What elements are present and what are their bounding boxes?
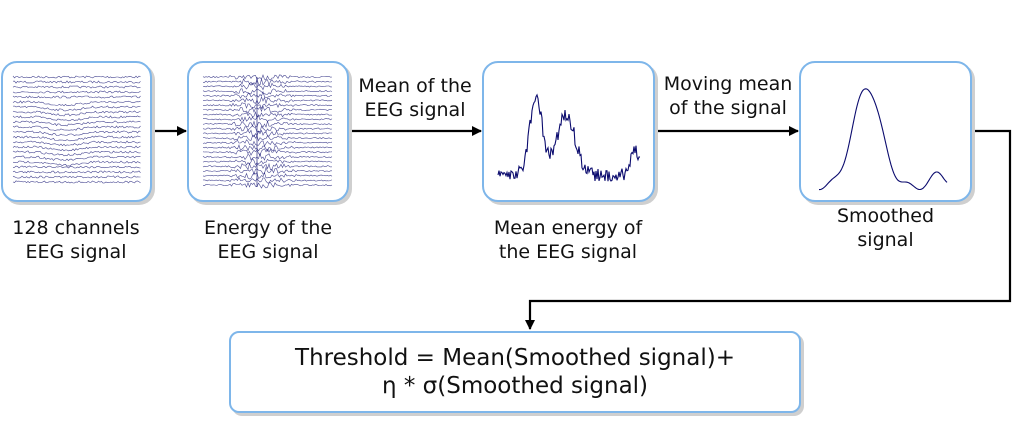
energy-channel-trace	[202, 82, 332, 91]
energy-channel-trace	[202, 152, 333, 161]
energy-channel-trace	[202, 125, 333, 133]
raw-channel-trace	[12, 130, 141, 136]
energy-channel-trace	[202, 120, 333, 128]
energy-channel-trace	[202, 90, 333, 99]
raw-channel-trace	[12, 140, 141, 147]
arrow-smoothed-to-threshold	[525, 129, 1012, 330]
caption-raw-eeg: 128 channels EEG signal	[12, 217, 140, 263]
energy-channel-trace	[202, 171, 333, 180]
label-energy-to-mean: Mean of the EEG signal	[358, 75, 472, 121]
energy-channel-trace	[202, 96, 333, 105]
energy-channel-trace	[202, 148, 333, 156]
smoothed-signal-plot	[819, 88, 948, 191]
raw-channel-trace	[12, 105, 141, 112]
mean-energy-trace	[497, 93, 641, 182]
raw-channel-trace	[13, 155, 141, 162]
raw-channel-trace	[12, 110, 141, 117]
label-mean-to-smoothed: Moving mean of the signal	[663, 73, 793, 119]
raw-channel-trace	[12, 145, 141, 152]
raw-channel-trace	[12, 165, 141, 169]
energy-channel-trace	[202, 111, 333, 119]
threshold-formula: Threshold = Mean(Smoothed signal)+ η * σ…	[295, 345, 735, 399]
raw-channel-trace	[12, 170, 141, 174]
raw-channel-trace	[12, 90, 141, 94]
node-mean-energy	[482, 61, 655, 202]
raw-channel-trace	[12, 80, 141, 84]
caption-energy-eeg: Energy of the EEG signal	[203, 217, 333, 263]
mean-energy-plot	[497, 93, 641, 182]
node-energy-eeg	[187, 61, 349, 202]
raw-channel-trace	[12, 100, 141, 107]
raw-channel-trace	[12, 135, 141, 142]
raw-eeg-plot	[12, 75, 141, 184]
energy-channel-trace	[202, 166, 332, 176]
raw-channel-trace	[12, 85, 141, 89]
raw-channel-trace	[12, 175, 141, 179]
smoothed-trace	[819, 88, 948, 191]
energy-channel-trace	[202, 144, 333, 152]
node-raw-eeg	[1, 61, 152, 202]
energy-channel-trace	[202, 77, 333, 86]
caption-mean-energy: Mean energy of the EEG signal	[493, 217, 643, 263]
node-smoothed-signal	[799, 61, 972, 202]
energy-channel-trace	[202, 158, 333, 166]
energy-channel-trace	[203, 177, 333, 184]
energy-channel-trace	[202, 88, 333, 95]
energy-channel-trace	[202, 162, 333, 171]
raw-channel-trace	[12, 160, 141, 167]
raw-channel-trace	[13, 120, 141, 127]
raw-channel-trace	[12, 75, 141, 79]
raw-channel-trace	[12, 180, 141, 184]
energy-channel-trace	[202, 102, 333, 110]
threshold-box: Threshold = Mean(Smoothed signal)+ η * σ…	[229, 331, 801, 413]
raw-channel-trace	[12, 95, 141, 99]
raw-channel-trace	[12, 125, 141, 131]
energy-channel-trace	[202, 134, 333, 142]
energy-channel-trace	[202, 74, 333, 81]
energy-eeg-plot	[202, 74, 333, 189]
energy-channel-trace	[203, 105, 333, 115]
raw-channel-trace	[12, 115, 141, 122]
energy-channel-trace	[202, 139, 333, 147]
caption-smoothed-signal: Smoothed signal	[836, 205, 935, 251]
energy-channel-trace	[202, 181, 333, 189]
raw-channel-trace	[12, 150, 141, 157]
